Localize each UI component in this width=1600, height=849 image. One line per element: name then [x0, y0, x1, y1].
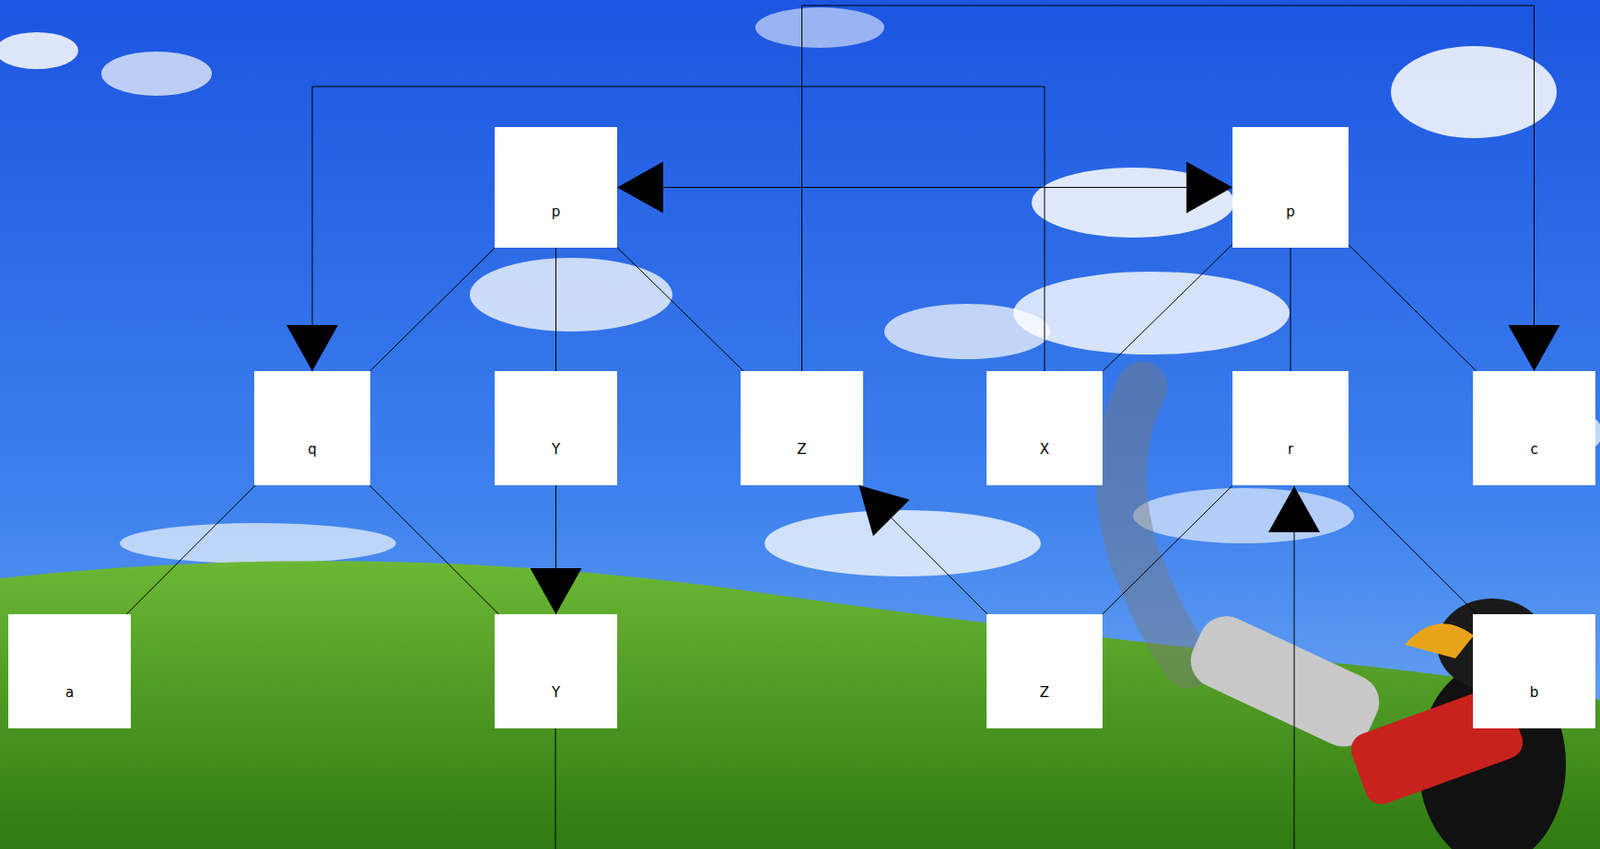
term-label: X — [1039, 441, 1050, 458]
term-label: p — [551, 203, 561, 221]
unification-arrow — [858, 485, 988, 615]
term-label: Y — [551, 441, 561, 458]
clouds — [0, 7, 1600, 577]
term-box: q — [254, 371, 371, 486]
term-label: b — [1529, 684, 1540, 701]
arrow-from-off-page — [1294, 486, 1296, 849]
tree-branch — [126, 485, 256, 615]
tree-branch — [555, 247, 557, 372]
term-box: a — [8, 614, 131, 729]
tree-branch — [1347, 485, 1477, 615]
term-box: p — [1232, 127, 1349, 248]
term-box: p — [494, 127, 618, 248]
term-box: Z — [986, 614, 1103, 729]
term-label: Z — [1039, 684, 1050, 701]
term-label: Z — [796, 441, 806, 458]
unification-arrow — [312, 86, 1045, 372]
tree-branch — [370, 247, 496, 372]
wire-off-page — [555, 728, 557, 849]
smoke-plume — [1121, 386, 1189, 664]
term-label: Y — [551, 684, 561, 701]
tree-branch — [1102, 244, 1233, 372]
unification-arrow — [802, 5, 1535, 372]
term-box: c — [1472, 371, 1596, 486]
term-box: X — [986, 371, 1103, 486]
tree-branch — [1348, 245, 1477, 372]
term-box: b — [1472, 614, 1596, 729]
term-label: c — [1529, 441, 1538, 458]
term-label: r — [1287, 441, 1294, 458]
term-box: Y — [494, 614, 618, 729]
unification-arrow — [617, 186, 1233, 188]
tree-branch — [617, 247, 744, 372]
green-hill — [0, 560, 1600, 849]
unification-arrow — [555, 485, 557, 615]
term-box: Y — [494, 371, 618, 486]
term-box: r — [1232, 371, 1349, 486]
term-label: a — [65, 684, 74, 701]
tree-branch — [1102, 485, 1234, 615]
tree-branch — [1290, 247, 1292, 372]
term-box: Z — [740, 371, 864, 486]
term-label: p — [1285, 203, 1296, 221]
term-label: q — [307, 441, 317, 458]
tree-branch — [369, 485, 499, 615]
